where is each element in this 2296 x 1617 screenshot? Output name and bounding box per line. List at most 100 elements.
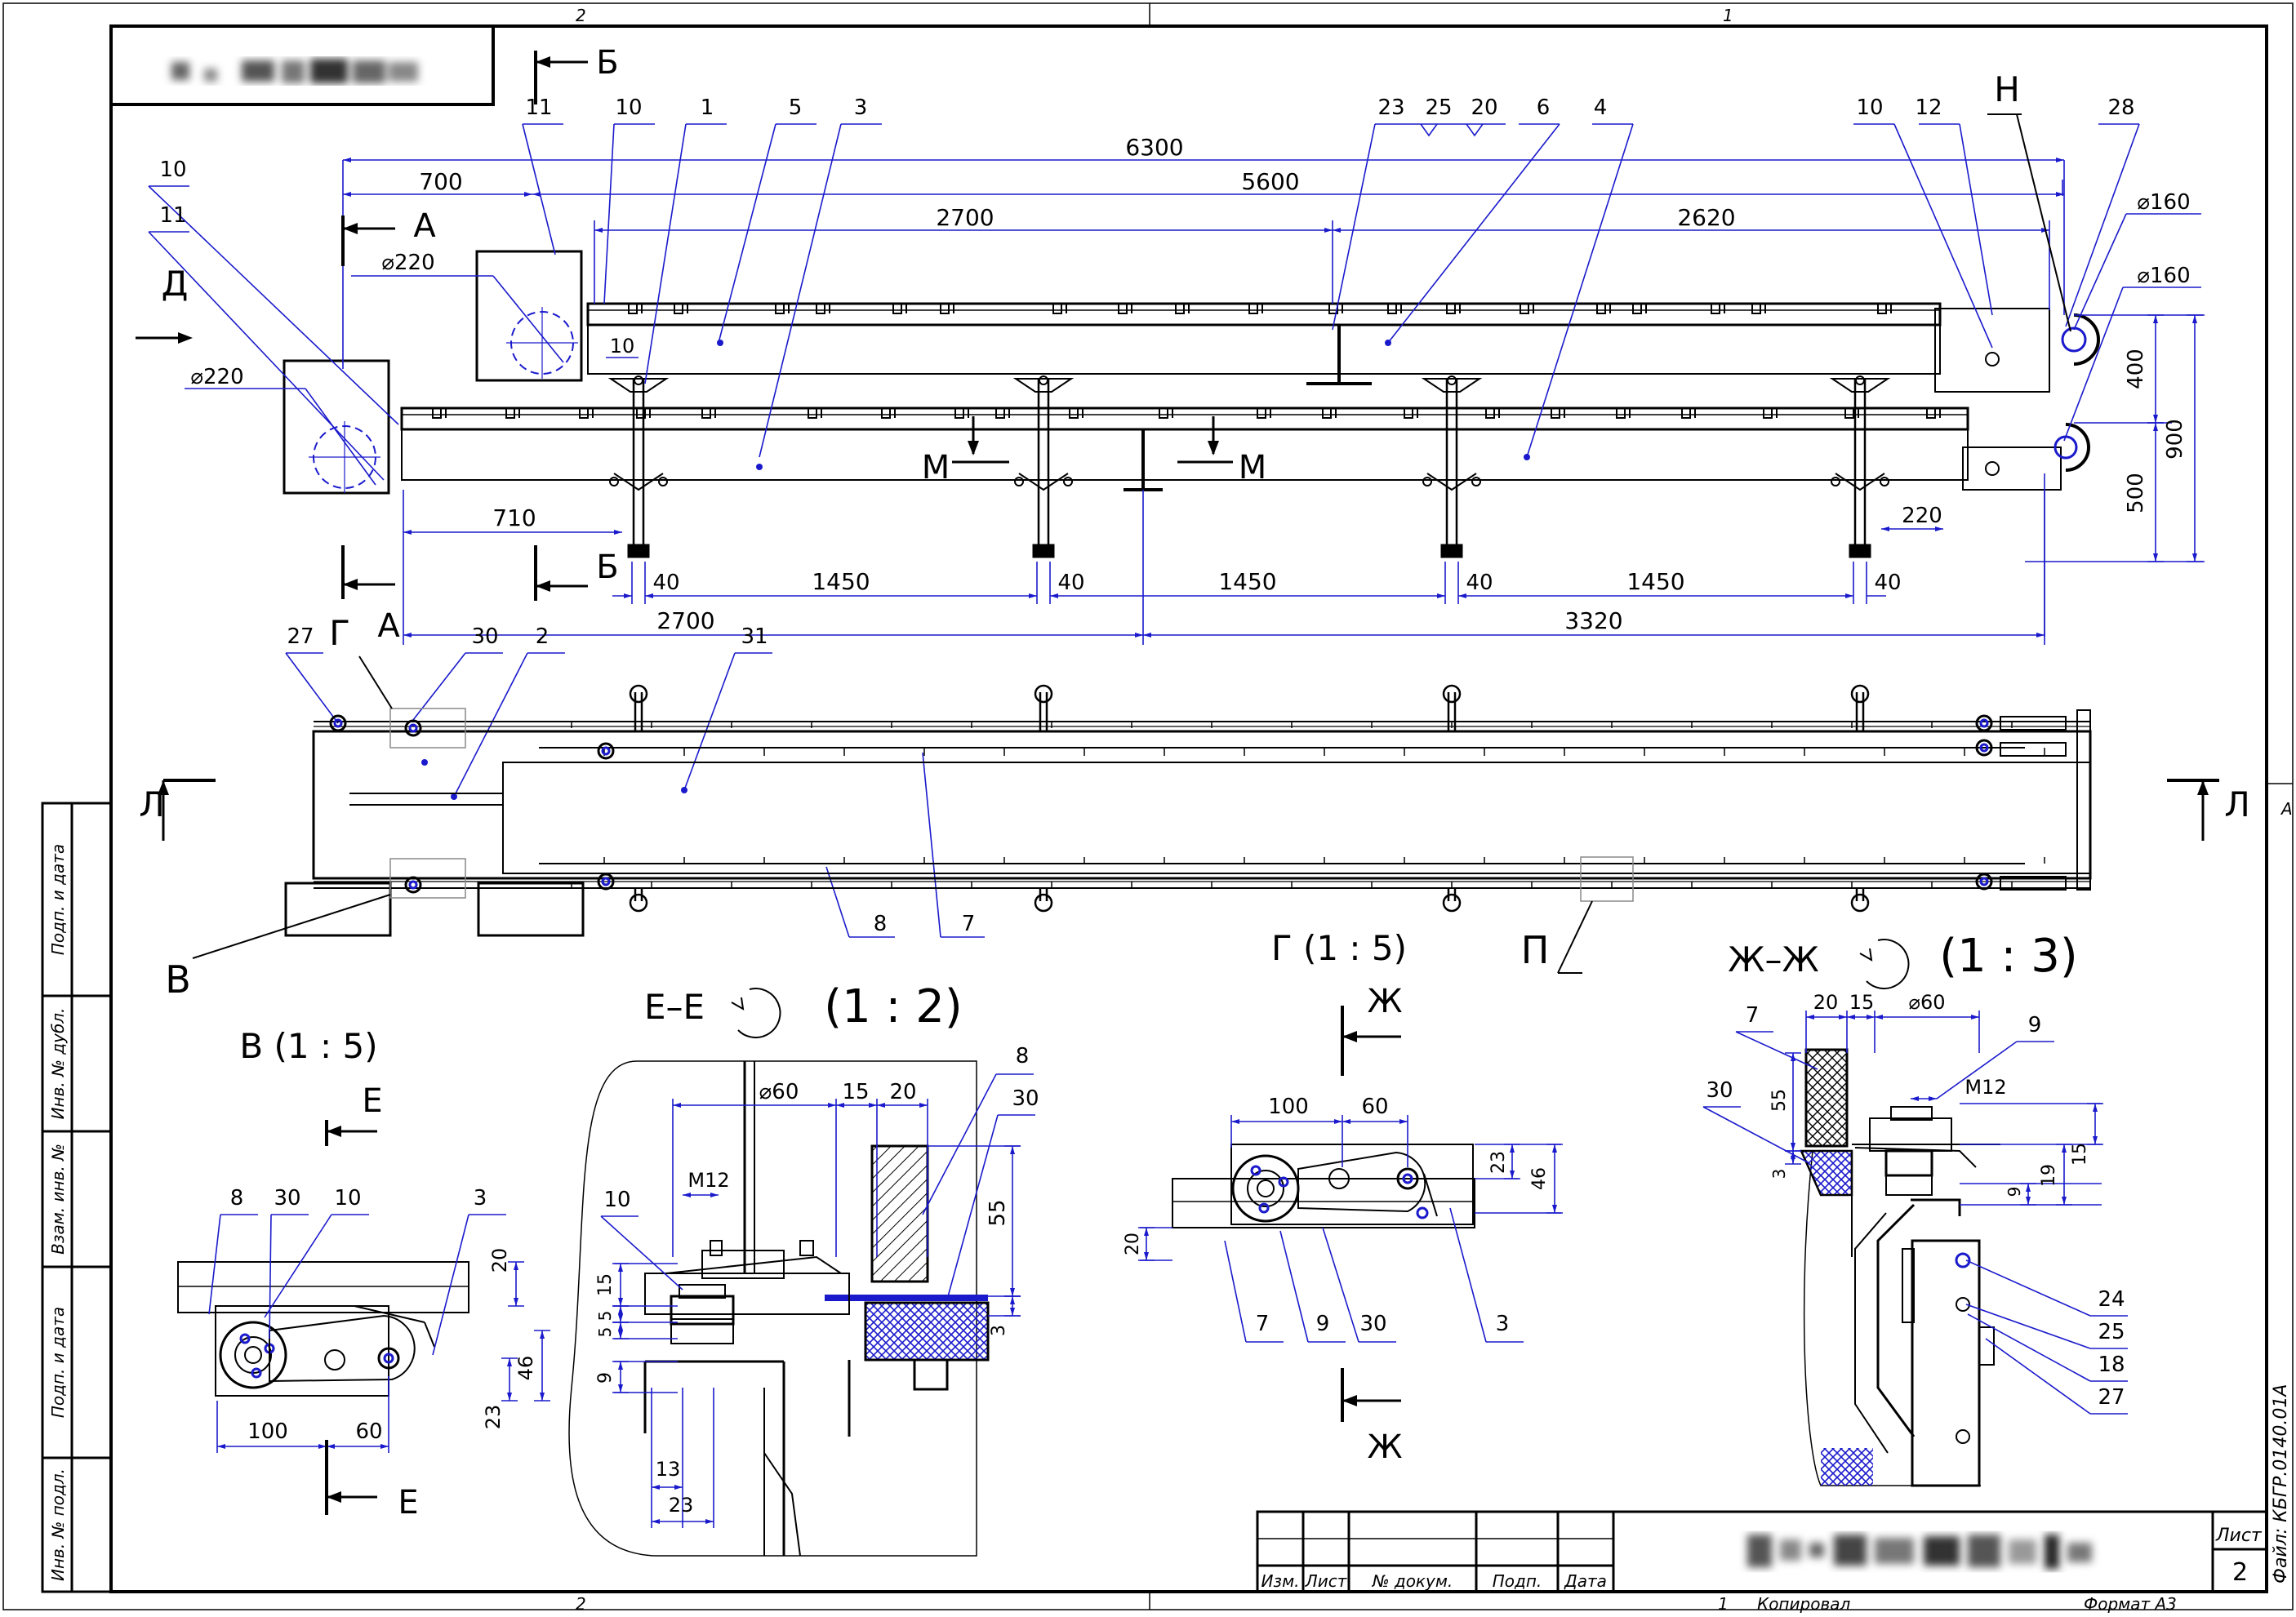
leader-line: [492, 275, 564, 363]
dim-dia220-lower: ⌀220: [190, 365, 243, 389]
leg-bolt: [1014, 477, 1024, 486]
leg-foot: [1032, 544, 1055, 558]
leader-n27: 27: [2098, 1385, 2125, 1410]
dim-710: 710: [492, 504, 536, 531]
leader-dot: [681, 787, 687, 793]
leader-line: [285, 652, 339, 724]
chain-slat: [1446, 304, 1461, 314]
dim-46: 46: [514, 1356, 537, 1381]
conveyor-elevation-view: [283, 250, 2100, 558]
leg-brace: [613, 473, 664, 491]
chain-slat: [1404, 408, 1418, 419]
leader-line: [2016, 113, 2071, 332]
dim-60: 60: [1361, 1095, 1388, 1119]
leader-dot: [756, 464, 763, 470]
leader-n11b: 11: [159, 203, 186, 228]
leg-bolt: [1471, 477, 1481, 486]
dim-220: 220: [1902, 504, 1942, 528]
section-L-right: Л: [2224, 784, 2250, 824]
leader-n7: 7: [1746, 1003, 1760, 1028]
section-N: Н: [1994, 69, 2020, 109]
arrow-head: [2197, 780, 2209, 795]
dim-9: 9: [595, 1372, 616, 1384]
dim-40: 40: [1057, 571, 1084, 595]
leg-foot: [1440, 544, 1463, 558]
sprocket-hub: [1979, 718, 1989, 728]
chain-slat: [1257, 408, 1271, 419]
zone-label: 1: [1723, 6, 1733, 25]
leader-n25: 25: [2098, 1320, 2125, 1344]
detail-zh-title: Ж–Ж: [1728, 940, 1818, 980]
leader-line: [922, 752, 941, 938]
dim-23: 23: [1488, 1151, 1509, 1174]
sprocket-hub: [408, 723, 418, 733]
detail-zh-dimensions: [1702, 1011, 2128, 1415]
chain-slat: [505, 408, 520, 419]
chain-slat: [1485, 408, 1500, 419]
leader-line: [1279, 1230, 1309, 1343]
title-block: [1256, 1510, 2268, 1593]
section-V: В: [165, 957, 191, 1002]
sprocket-hub: [1979, 743, 1989, 753]
rotation-arrow: [731, 997, 745, 1011]
section-E-top: Е: [362, 1082, 382, 1120]
section-ZH-top: Ж: [1367, 983, 1402, 1020]
leader-n3: 3: [1496, 1312, 1510, 1336]
leader-dot: [451, 793, 457, 800]
leader-n30: 30: [274, 1186, 300, 1211]
chain-slat: [1632, 304, 1647, 314]
section-D: Д: [162, 264, 189, 304]
chain-slat: [1175, 304, 1190, 314]
sprocket-hub: [601, 877, 611, 886]
section-B-bottom: Б: [596, 549, 618, 586]
leader-n8: 8: [874, 912, 888, 936]
leg-bolt: [1039, 375, 1048, 385]
leader-n10: 10: [603, 1188, 630, 1212]
chain-slat: [1159, 408, 1173, 419]
post-cap: [1850, 893, 1870, 913]
chain-slat: [940, 304, 954, 314]
leader-line: [759, 123, 842, 458]
tensioner: [2000, 876, 2067, 891]
chain-slat: [636, 408, 651, 419]
rotation-symbol: [737, 988, 781, 1039]
leader-line: [1735, 1031, 1818, 1070]
rotation-symbol: [1866, 939, 1910, 990]
arrow-head: [343, 579, 358, 590]
leader-n6: 6: [1537, 96, 1551, 120]
dim-5600: 5600: [1241, 168, 1299, 195]
leader-n10a: 10: [615, 96, 642, 120]
leader-dot: [421, 759, 428, 766]
post-cap: [629, 893, 648, 913]
dim-20: 20: [1813, 991, 1839, 1014]
leader-n2: 2: [536, 624, 550, 649]
side-stamp-label: Инв. № подл.: [48, 1468, 68, 1581]
chain-slat: [432, 408, 447, 419]
dim-23: 23: [482, 1405, 505, 1430]
dim-1450: 1450: [812, 568, 870, 595]
leader-n12: 12: [1915, 96, 1942, 120]
zone-label: 2: [576, 6, 586, 25]
leg-bolt: [1880, 477, 1889, 486]
leader-line: [269, 1214, 272, 1339]
section-B-top: Б: [596, 44, 618, 82]
leg-brace: [1835, 473, 1885, 491]
dim-700: 700: [419, 168, 462, 195]
dim-10-small: 10: [610, 335, 635, 358]
detail-g-title: Г (1 : 5): [1271, 928, 1407, 968]
leader-line: [946, 1114, 999, 1300]
chain-slat: [816, 304, 830, 314]
leader-line: [148, 185, 399, 425]
section-E-bottom: Е: [398, 1484, 418, 1521]
sprocket: [597, 873, 615, 891]
sprocket-hub: [1979, 877, 1989, 886]
leader-n5: 5: [789, 96, 803, 120]
chain-slat: [1616, 408, 1631, 419]
leader-n3: 3: [474, 1186, 487, 1211]
dim-40: 40: [1874, 571, 1901, 595]
leader-n9: 9: [2028, 1013, 2042, 1037]
